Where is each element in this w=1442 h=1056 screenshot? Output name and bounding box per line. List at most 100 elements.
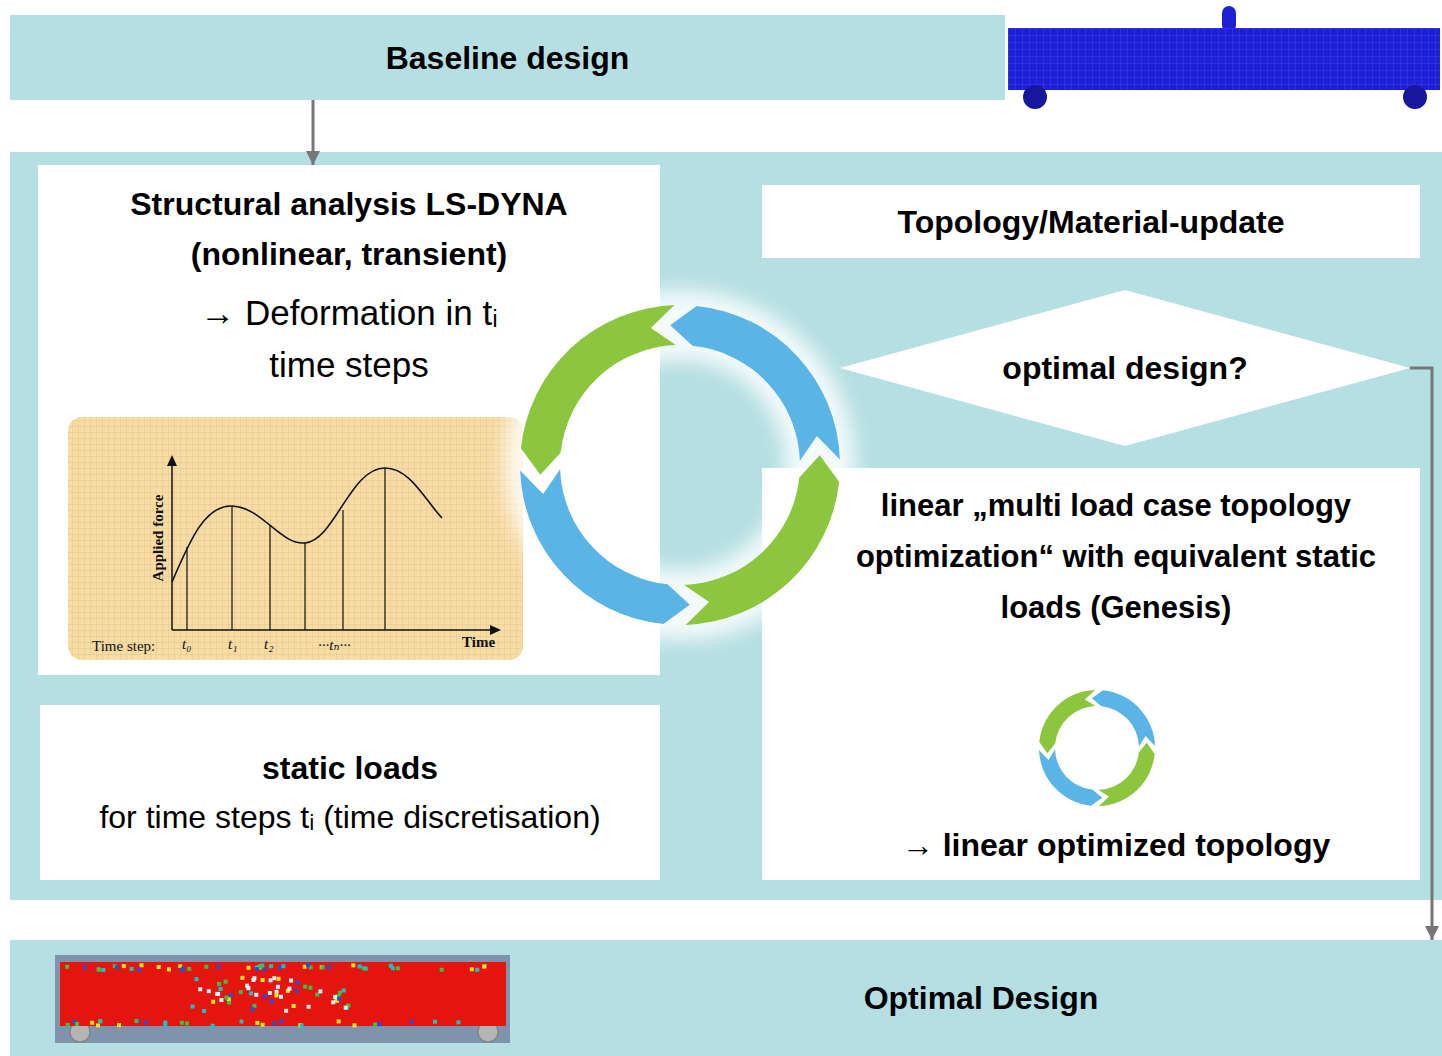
element-dot [261, 978, 265, 982]
element-dot [254, 993, 258, 997]
element-dot [410, 1020, 414, 1024]
optimized-beam [55, 955, 510, 1043]
element-dot [321, 965, 325, 969]
element-dot [75, 1022, 79, 1026]
element-dot [191, 1005, 195, 1009]
element-dot [240, 976, 244, 980]
force-curve [172, 468, 442, 582]
node-heading: optimal design? [1002, 348, 1247, 388]
element-dot [433, 1020, 437, 1024]
element-dot [344, 1006, 348, 1010]
node-heading: static loads [262, 744, 438, 792]
element-dot [337, 1019, 341, 1023]
element-dot [278, 966, 282, 970]
element-dot [98, 1019, 102, 1023]
element-dot [289, 979, 293, 983]
element-dot [331, 1000, 335, 1004]
element-dot [240, 1020, 244, 1024]
element-dot [227, 1001, 231, 1005]
decision-diamond: optimal design? [840, 290, 1410, 446]
axis-arrow [490, 625, 501, 635]
element-dot [294, 989, 298, 993]
time-step-lines [187, 468, 385, 630]
element-dot [97, 968, 101, 972]
element-dot [351, 963, 355, 967]
element-dot [207, 989, 211, 993]
element-dot [279, 995, 283, 999]
element-dot [211, 1024, 215, 1028]
element-dot [263, 994, 267, 998]
flow-arrow [312, 100, 315, 165]
element-dot [295, 980, 299, 984]
element-dot [342, 988, 346, 992]
node-heading: Structural analysis LS-DYNA (nonlinear, … [48, 179, 650, 279]
node-heading: Optimal Design [864, 978, 1099, 1018]
element-dot [219, 998, 223, 1002]
beam-support [1023, 85, 1047, 109]
process-box: linear „multi load case topology optimiz… [762, 468, 1420, 880]
element-dot [65, 965, 69, 969]
time-step-line [342, 510, 343, 630]
element-dot [130, 967, 134, 971]
element-dot [396, 966, 400, 970]
element-dot [204, 965, 208, 969]
element-dot [185, 1021, 189, 1025]
element-dot [364, 967, 368, 971]
element-dot [276, 985, 280, 989]
axis-arrow [167, 455, 177, 466]
element-dot [378, 1022, 382, 1026]
element-dot [281, 964, 285, 968]
element-dot [66, 1023, 70, 1027]
element-dot [134, 1019, 138, 1023]
element-dot [137, 968, 141, 972]
beam-mesh [1008, 28, 1440, 90]
element-dot [269, 964, 273, 968]
element-dot [96, 1023, 100, 1027]
element-dot [308, 986, 312, 990]
element-dot [269, 978, 273, 982]
element-dot [90, 1021, 94, 1025]
element-dot [99, 1019, 103, 1023]
node-heading: Topology/Material-update [898, 202, 1285, 242]
element-dot [475, 968, 479, 972]
element-dot [83, 965, 87, 969]
element-dot [470, 967, 474, 971]
element-dot [353, 1023, 357, 1027]
force-axis [171, 462, 173, 630]
element-dot [255, 1021, 259, 1025]
element-dot [250, 1007, 254, 1011]
element-dot [320, 965, 324, 969]
element-dot [306, 963, 310, 967]
time-step-line [304, 543, 305, 630]
element-dot [245, 984, 249, 988]
element-dot [300, 1024, 304, 1028]
beam-body [60, 962, 506, 1026]
time-step-label: t₁ [228, 636, 237, 653]
element-dot [272, 976, 276, 980]
render-ground [55, 955, 510, 1043]
element-dot [217, 982, 221, 986]
element-dot [456, 1020, 460, 1024]
element-dot [275, 990, 279, 994]
time-step-line [231, 507, 232, 630]
node-body: → Deformation in tᵢ time steps [184, 287, 514, 391]
element-dot [211, 1000, 215, 1004]
element-dot [217, 965, 221, 969]
chart-ground [68, 417, 523, 660]
chart-grid [68, 417, 523, 660]
element-dot [270, 1000, 274, 1004]
time-step-label: Time step: [92, 638, 155, 655]
element-dot [284, 1009, 288, 1013]
baseline-beam [1008, 6, 1440, 109]
element-dot [268, 991, 272, 995]
time-axis [172, 629, 492, 631]
axis-label: Time [462, 634, 495, 651]
time-step-label: t₂ [264, 636, 273, 653]
element-dot [274, 994, 278, 998]
element-dot [194, 977, 198, 981]
element-dot [358, 964, 362, 968]
element-dot [115, 965, 119, 969]
element-dot [292, 1004, 296, 1008]
element-dot [318, 989, 322, 993]
